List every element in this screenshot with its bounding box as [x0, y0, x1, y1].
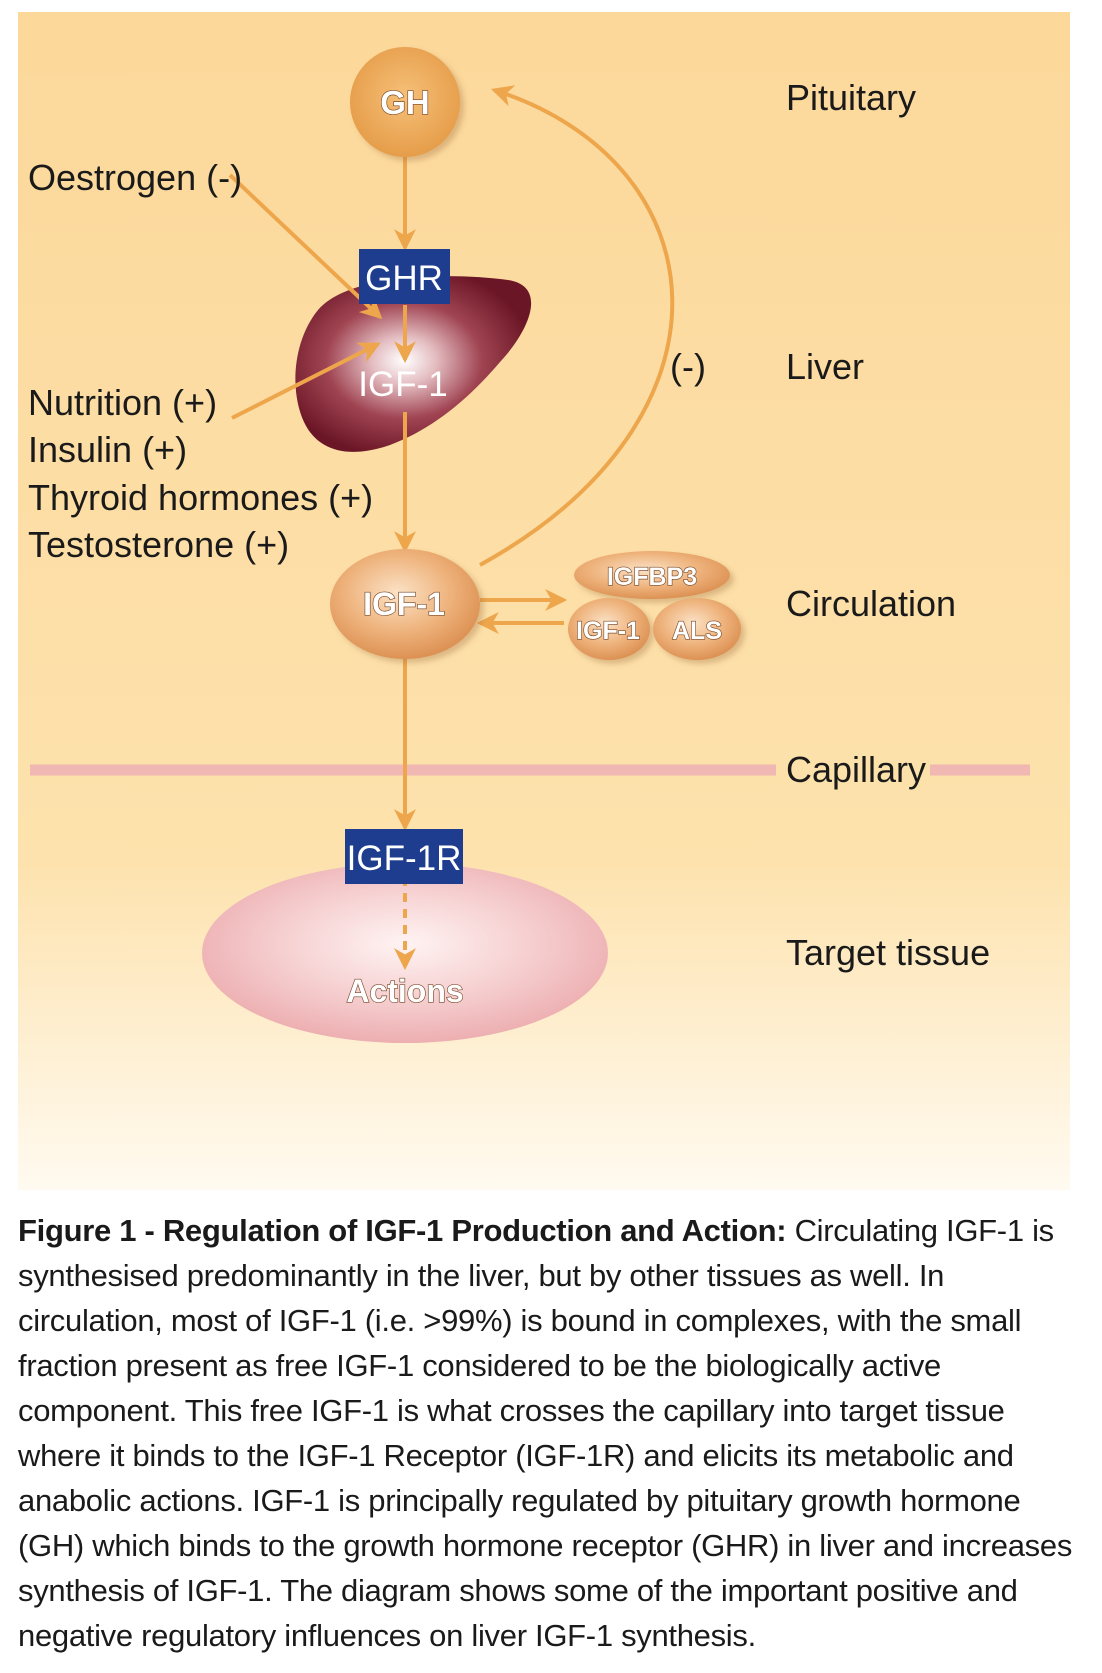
- igf1-complex-node: [568, 598, 650, 660]
- igf1-circulating-node: [330, 549, 480, 659]
- gh-label: GH: [380, 84, 430, 121]
- region-pituitary: Pituitary: [786, 77, 916, 118]
- gh-node: [350, 47, 460, 157]
- oestrogen-label: Oestrogen (-): [28, 157, 242, 198]
- igfbp3-label: IGFBP3: [607, 563, 697, 591]
- als-node: [653, 598, 741, 660]
- region-liver: Liver: [786, 346, 864, 387]
- igf1r-box: [345, 829, 463, 884]
- insulin-label: Insulin (+): [28, 429, 187, 470]
- igf1-circulating-label: IGF-1: [363, 586, 445, 622]
- als-label: ALS: [672, 617, 722, 645]
- figure-caption: Figure 1 - Regulation of IGF-1 Productio…: [18, 1208, 1084, 1658]
- igfbp3-node: [574, 551, 730, 599]
- arrow-negative-feedback: [479, 85, 675, 567]
- liver-igf1-label: IGF-1: [358, 365, 447, 404]
- ghr-box: [359, 249, 450, 304]
- thyroid-label: Thyroid hormones (+): [28, 477, 373, 518]
- igf1r-label: IGF-1R: [347, 839, 462, 878]
- ghr-label: GHR: [365, 259, 443, 298]
- igf1-regulation-diagram: GH GHR IGF-1 IGF-1 IGFBP3 IGF-1 ALS IGF-…: [18, 12, 1070, 1190]
- arrow-oestrogen: [228, 173, 383, 320]
- arrow-nutrition: [231, 342, 381, 420]
- region-circulation: Circulation: [786, 583, 956, 624]
- feedback-label: (-): [670, 346, 706, 387]
- nutrition-label: Nutrition (+): [28, 382, 217, 423]
- testosterone-label: Testosterone (+): [28, 524, 289, 565]
- caption-body: Circulating IGF-1 is synthesised predomi…: [18, 1213, 1073, 1653]
- caption-title: Figure 1 - Regulation of IGF-1 Productio…: [18, 1213, 787, 1248]
- region-target-tissue: Target tissue: [786, 932, 990, 973]
- liver-shape: [295, 276, 532, 452]
- target-tissue-cell: [202, 863, 608, 1043]
- igf1-complex-label: IGF-1: [576, 617, 640, 645]
- region-capillary: Capillary: [786, 749, 926, 790]
- actions-label: Actions: [346, 973, 463, 1009]
